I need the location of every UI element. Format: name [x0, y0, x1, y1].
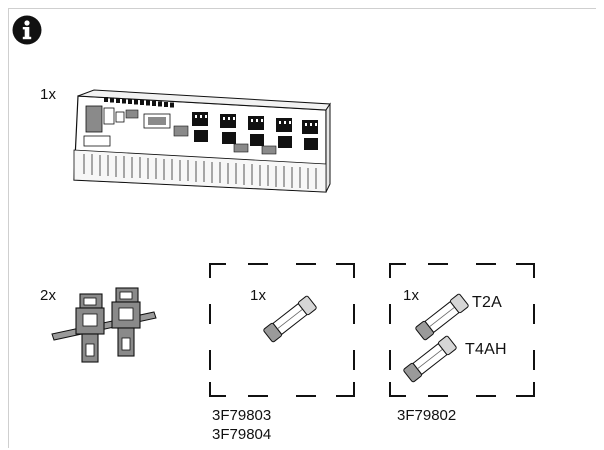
fuse-t4ah-icon: [403, 335, 457, 383]
fuse-pack-b-code: 3F79802: [397, 407, 457, 424]
fuse-pack-a-code-1: 3F79803: [212, 407, 272, 424]
frame-top-border: [8, 8, 596, 9]
fuse-pack-a-code-2: 3F79804: [212, 426, 272, 443]
fuse-pack-b-quantity: 1x: [403, 287, 420, 304]
controller-quantity: 1x: [40, 86, 57, 103]
fuse-pack-a-frame: [209, 263, 355, 397]
fuse-pack-b-frame: [389, 263, 535, 397]
mounting-clips-illustration: [51, 287, 157, 363]
info-icon: [12, 15, 42, 45]
fuse-icon: [263, 295, 317, 343]
controller-board-illustration: [73, 89, 331, 193]
fuse-pack-a-quantity: 1x: [250, 287, 267, 304]
frame-left-border: [8, 8, 9, 448]
fuse-label-t2a: T2A: [472, 294, 502, 311]
fuse-label-t4ah: T4AH: [465, 341, 507, 358]
fuse-t2a-icon: [415, 293, 469, 341]
mount-clips-quantity: 2x: [40, 287, 57, 304]
